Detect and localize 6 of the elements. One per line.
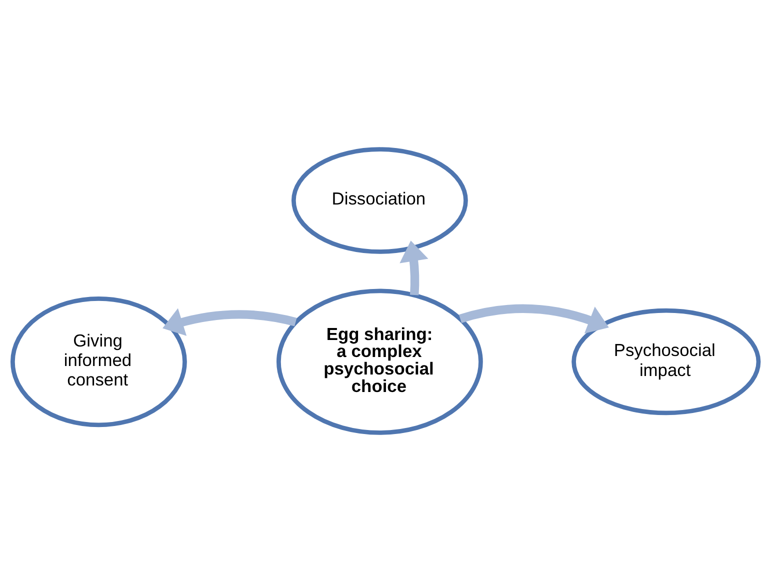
node-ellipse: Psychosocial impact — [572, 308, 761, 415]
node-ellipse: Egg sharing: a complex psychosocial choice — [276, 288, 483, 434]
arrow — [459, 304, 609, 334]
node-ellipse: Dissociation — [291, 146, 468, 254]
arrow — [162, 308, 297, 336]
arrow — [400, 240, 428, 295]
